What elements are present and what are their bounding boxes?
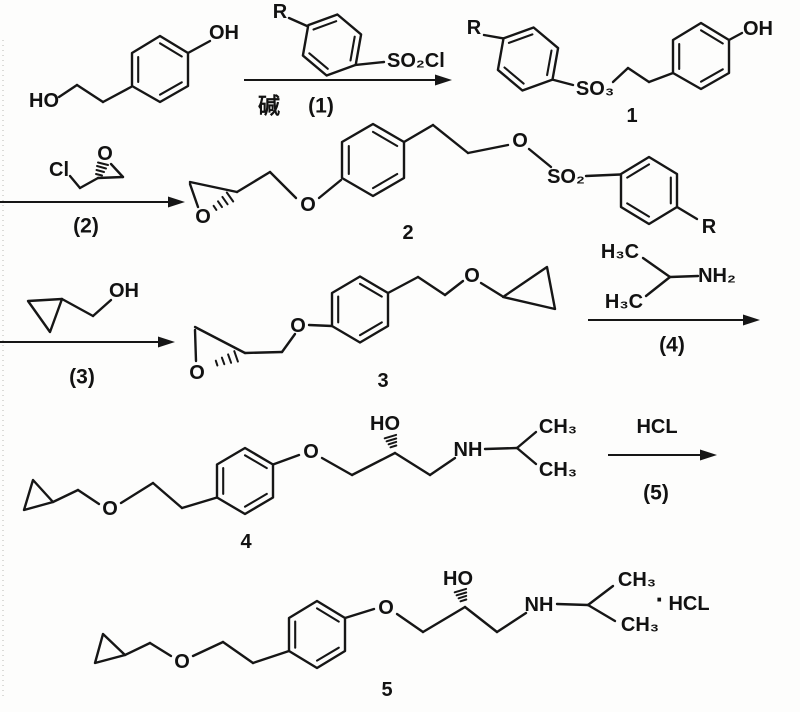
benzene-ring	[671, 21, 731, 91]
label-so3: SO₃	[576, 78, 614, 100]
label-salt-dot: ·	[656, 584, 665, 614]
label-hcl: HCL	[636, 416, 677, 438]
benzene-ring	[287, 599, 347, 670]
label-chain-o: O	[102, 498, 118, 520]
label-nh: NH	[454, 439, 483, 461]
hashed-wedge	[383, 433, 398, 449]
label-ho: HO	[370, 413, 400, 435]
molecule-compound-5: O O HO NH CH₃ CH₃ · HCL 5	[93, 568, 710, 701]
molecule-compound-1: R SO₃ OH 1	[467, 17, 773, 127]
reaction-arrow-4: (4)	[588, 314, 760, 357]
label-step-1: (1)	[308, 95, 334, 118]
reaction-arrow-5: HCL (5)	[608, 416, 717, 505]
label-ch3-top: CH₃	[618, 569, 656, 591]
label-nh: NH	[525, 594, 554, 616]
molecule-compound-3: O O O 3	[189, 265, 557, 392]
cyclopropane-ring	[22, 478, 55, 512]
label-ch3-bottom: CH₃	[621, 614, 659, 636]
label-h3c-top: H₃C	[601, 241, 639, 263]
label-epoxide-o: O	[189, 362, 205, 384]
hashed-wedge	[95, 161, 109, 177]
label-nh2: NH₂	[698, 265, 736, 287]
compound-number-3: 3	[377, 370, 388, 392]
label-r: R	[273, 1, 288, 23]
benzene-ring	[330, 275, 390, 344]
benzene-ring	[130, 34, 190, 104]
label-step-4: (4)	[659, 334, 685, 357]
label-cl: Cl	[49, 159, 69, 181]
molecule-cyclopropylmethanol: OH	[26, 280, 139, 334]
label-oh: OH	[743, 18, 773, 40]
label-ho: HO	[443, 568, 473, 590]
molecule-isopropylamine: H₃C H₃C NH₂	[601, 241, 736, 313]
molecule-compound-2: O O O SO₂ R 2	[188, 122, 717, 244]
label-r: R	[467, 17, 482, 39]
cyclopropane-ring	[93, 632, 127, 665]
label-epoxide-o: O	[97, 143, 113, 165]
molecule-tyrosol: HO OH	[29, 22, 239, 112]
reaction-arrow-1: 碱 (1)	[244, 74, 452, 119]
label-epoxide-o: O	[195, 206, 211, 228]
label-chain-o: O	[512, 130, 528, 152]
label-chain-o: O	[174, 651, 190, 673]
label-ch3-bottom: CH₃	[539, 459, 577, 481]
label-ho: HO	[29, 90, 59, 112]
compound-number-2: 2	[402, 222, 413, 244]
label-chain-o: O	[464, 265, 480, 287]
label-so2cl: SO₂Cl	[387, 50, 445, 72]
reaction-arrow-3: (3)	[0, 336, 175, 389]
compound-number-4: 4	[240, 531, 252, 553]
hashed-wedge	[453, 587, 468, 603]
label-r: R	[702, 216, 717, 238]
benzene-ring	[340, 122, 406, 198]
label-oh: OH	[209, 22, 239, 44]
molecule-sulfonyl-chloride: R SO₂Cl	[273, 1, 445, 77]
label-base: 碱	[258, 94, 280, 119]
hashed-wedge	[212, 191, 235, 211]
compound-number-5: 5	[381, 679, 392, 701]
label-aryl-o: O	[303, 441, 319, 463]
molecule-epichlorohydrin: Cl O	[49, 143, 125, 190]
label-oh: OH	[109, 280, 139, 302]
molecule-compound-4: O O HO NH CH₃ CH₃ 4	[22, 413, 577, 553]
reaction-arrow-2: (2)	[0, 196, 185, 238]
label-step-2: (2)	[73, 215, 99, 238]
label-hcl: HCL	[668, 593, 709, 615]
hashed-wedge	[214, 350, 239, 367]
label-aryl-o: O	[300, 194, 316, 216]
benzene-ring	[619, 155, 679, 226]
benzene-ring	[215, 446, 275, 516]
label-step-5: (5)	[643, 482, 669, 505]
label-aryl-o: O	[378, 597, 394, 619]
benzene-ring	[496, 26, 560, 92]
cyclopropane-ring	[26, 297, 64, 334]
label-step-3: (3)	[69, 366, 95, 389]
benzene-ring	[301, 13, 363, 77]
cyclopropane-ring	[501, 265, 557, 311]
label-ch3-top: CH₃	[539, 416, 577, 438]
compound-number-1: 1	[626, 105, 637, 127]
label-aryl-o: O	[290, 315, 306, 337]
label-so2: SO₂	[547, 166, 585, 188]
label-h3c-bottom: H₃C	[605, 291, 643, 313]
